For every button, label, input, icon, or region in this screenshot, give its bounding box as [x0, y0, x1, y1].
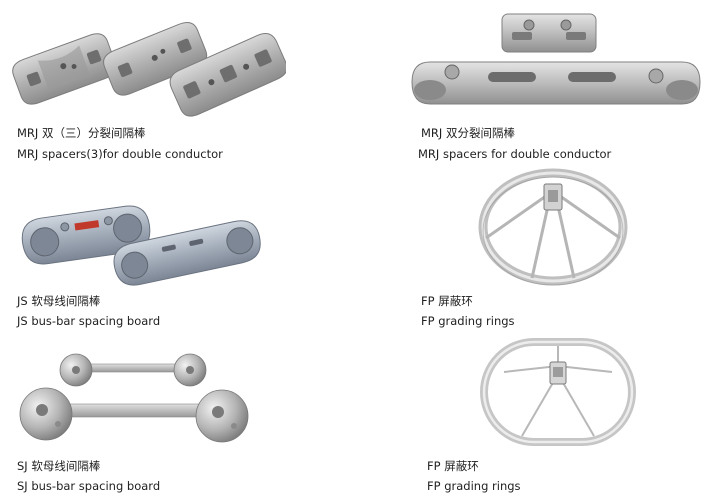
- product-title-cn: MRJ 双（三）分裂间隔棒: [17, 126, 146, 140]
- product-title-en: FP grading rings: [427, 479, 521, 493]
- product-title-cn: FP 屏蔽环: [427, 459, 479, 473]
- product-title-cn: FP 屏蔽环: [421, 294, 473, 308]
- product-image-js-bus-bar-spacer: [16, 194, 266, 286]
- product-image-fp-grading-ring-round: [476, 166, 630, 288]
- product-title-cn: SJ 软母线间隔棒: [17, 459, 101, 473]
- product-title-cn: JS 软母线间隔棒: [17, 294, 101, 308]
- product-image-fp-grading-ring-oval: [478, 336, 638, 450]
- product-image-sj-bus-bar-spacer: [18, 350, 250, 452]
- product-image-mrj-spacers-3: [4, 8, 286, 118]
- product-title-en: JS bus-bar spacing board: [17, 314, 161, 328]
- product-title-en: FP grading rings: [421, 314, 515, 328]
- product-title-en: MRJ spacers for double conductor: [418, 147, 612, 161]
- product-title-cn: MRJ 双分裂间隔棒: [421, 126, 515, 140]
- product-title-en: MRJ spacers(3)for double conductor: [17, 147, 223, 161]
- product-image-mrj-spacers-double: [406, 10, 706, 110]
- product-title-en: SJ bus-bar spacing board: [17, 479, 161, 493]
